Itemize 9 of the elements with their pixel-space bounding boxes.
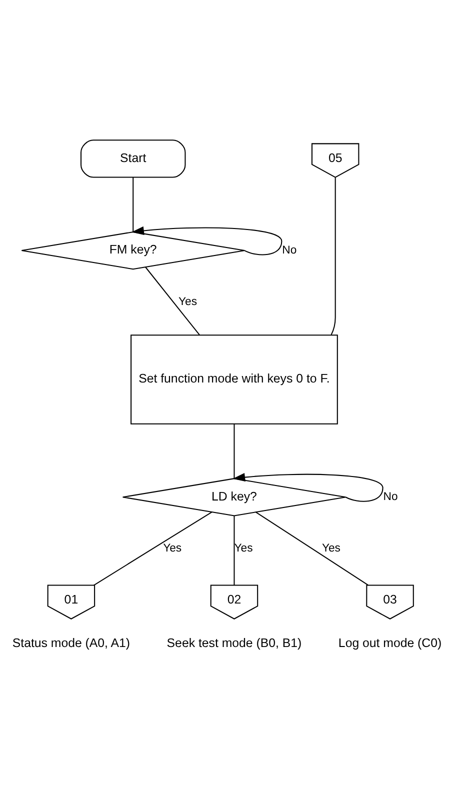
node-label: Status mode (A0, A1) <box>12 636 130 650</box>
edge-label: Yes <box>322 542 340 555</box>
node-label: Seek test mode (B0, B1) <box>166 636 302 650</box>
edge-label: Yes <box>234 542 253 555</box>
edge-label: No <box>282 244 297 256</box>
edge-label: Yes <box>178 296 198 308</box>
node-label: Log out mode (C0) <box>338 636 442 650</box>
edge-label: No <box>383 491 398 504</box>
edge-label: Yes <box>163 542 182 555</box>
